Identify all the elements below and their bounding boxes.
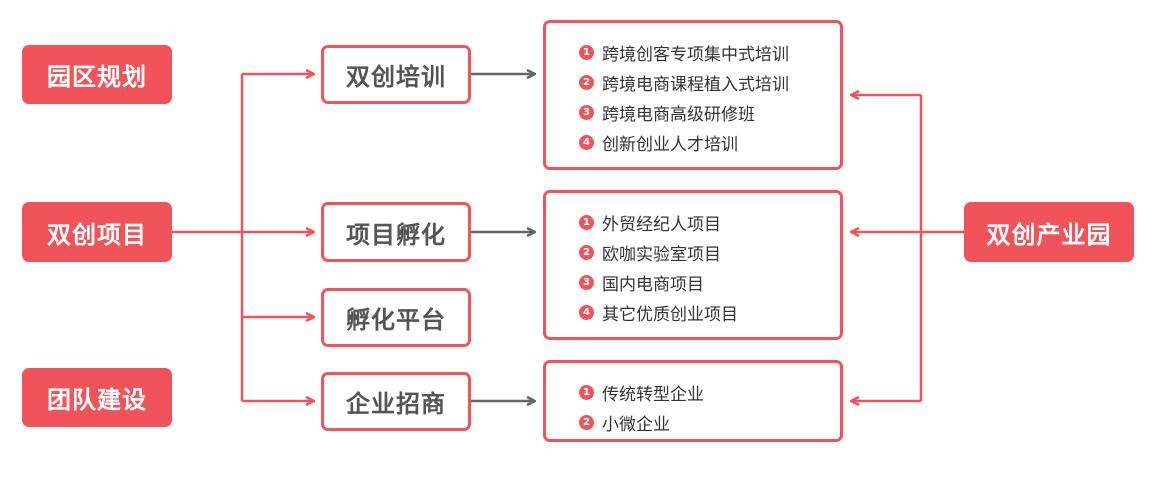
- number-badge: 2: [579, 414, 594, 430]
- list-item-text: 传统转型企业: [602, 384, 704, 405]
- node-innovation-training: 双创培训: [321, 45, 471, 104]
- number-badge: 1: [579, 214, 594, 230]
- list-item: 1 传统转型企业: [579, 377, 840, 407]
- list-item: 3 国内电商项目: [579, 267, 840, 297]
- list-incubation: 1 外贸经纪人项目 2 欧咖实验室项目 3 国内电商项目 4 其它优质创业项目: [543, 190, 843, 340]
- number-badge: 1: [579, 384, 594, 400]
- list-item: 4 其它优质创业项目: [579, 297, 840, 327]
- list-item: 1 跨境创客专项集中式培训: [579, 37, 840, 67]
- list-item-text: 小微企业: [602, 414, 670, 435]
- number-badge: 3: [579, 274, 594, 290]
- number-badge: 2: [579, 244, 594, 260]
- list-item: 2 欧咖实验室项目: [579, 237, 840, 267]
- number-badge: 3: [579, 104, 594, 120]
- list-item-text: 创新创业人才培训: [602, 134, 738, 155]
- list-item-text: 其它优质创业项目: [602, 304, 738, 325]
- list-training: 1 跨境创客专项集中式培训 2 跨境电商课程植入式培训 3 跨境电商高级研修班 4 创新…: [543, 20, 843, 170]
- list-item-text: 国内电商项目: [602, 274, 704, 295]
- list-recruitment: 1 传统转型企业 2 小微企业: [543, 360, 843, 442]
- list-item: 1 外贸经纪人项目: [579, 207, 840, 237]
- list-item-text: 跨境电商高级研修班: [602, 104, 755, 125]
- list-item-text: 跨境电商课程植入式培训: [602, 74, 789, 95]
- number-badge: 4: [579, 134, 594, 150]
- node-incubation-platform: 孵化平台: [321, 288, 471, 347]
- list-item: 4 创新创业人才培训: [579, 127, 840, 157]
- list-item-text: 跨境创客专项集中式培训: [602, 44, 789, 65]
- node-team-building: 团队建设: [22, 368, 172, 427]
- node-innovation-projects: 双创项目: [22, 202, 172, 262]
- number-badge: 2: [579, 74, 594, 90]
- list-item: 2 跨境电商课程植入式培训: [579, 67, 840, 97]
- number-badge: 1: [579, 44, 594, 60]
- list-item-text: 欧咖实验室项目: [602, 244, 721, 265]
- node-park-planning: 园区规划: [22, 45, 172, 104]
- list-item: 3 跨境电商高级研修班: [579, 97, 840, 127]
- node-project-incubation: 项目孵化: [321, 202, 471, 262]
- list-item: 2 小微企业: [579, 407, 840, 437]
- node-innovation-industrial-park: 双创产业园: [964, 202, 1134, 262]
- number-badge: 4: [579, 304, 594, 320]
- list-item-text: 外贸经纪人项目: [602, 214, 721, 235]
- node-business-recruitment: 企业招商: [321, 372, 471, 431]
